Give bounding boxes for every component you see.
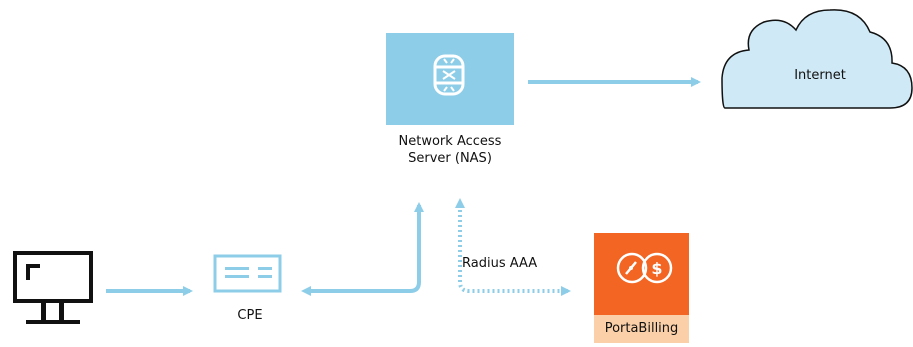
radius-aaa-label: Radius AAA [462, 256, 538, 271]
monitor-icon [13, 251, 93, 324]
router-icon [433, 54, 465, 96]
cpe-device-icon [213, 254, 282, 293]
svg-text:$: $ [651, 259, 662, 278]
link-cpe-to-nas [301, 202, 424, 296]
portabilling-label: PortaBilling [604, 321, 679, 336]
nas-box [386, 33, 514, 125]
billing-gauge-icon: $ [616, 252, 673, 284]
cpe-label: CPE [237, 308, 263, 323]
link-nas-to-portabilling [455, 198, 571, 296]
internet-label: Internet [794, 68, 846, 83]
cloud-icon [721, 9, 913, 109]
portabilling-box: $ [594, 233, 689, 343]
nas-label: Network Access Server (NAS) [398, 134, 502, 166]
